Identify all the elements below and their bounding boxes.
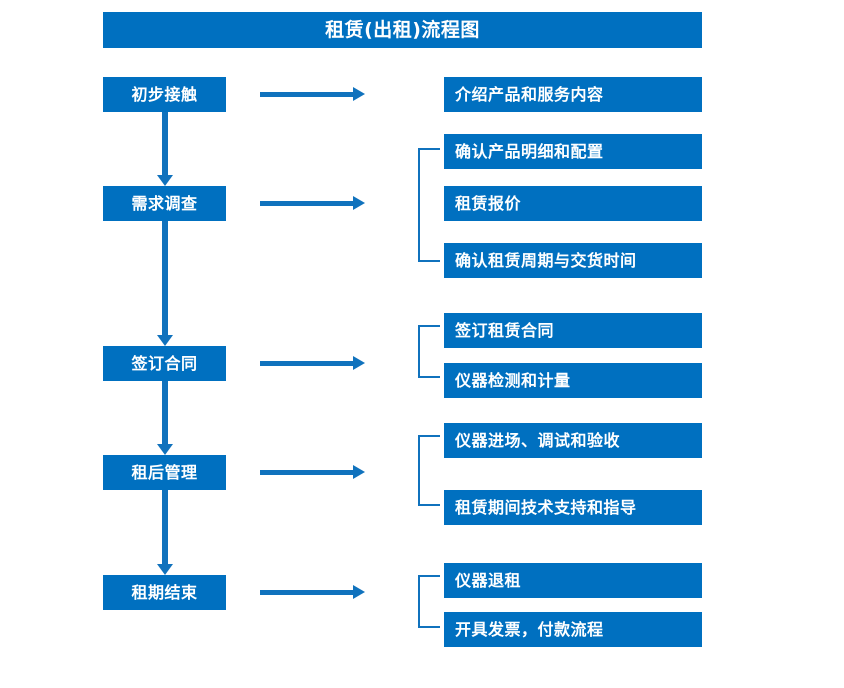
bracket-post-rental-group	[418, 435, 440, 506]
stage-label: 签订合同	[131, 353, 198, 373]
stage-box-initial-contact[interactable]: 初步接触	[103, 77, 226, 112]
arrow-shaft	[260, 92, 354, 97]
arrow-head	[353, 87, 365, 101]
arrow-shaft	[162, 112, 168, 175]
arrow-down-stage-2-to-3	[157, 221, 173, 346]
task-label: 租赁期间技术支持和指导	[455, 497, 637, 517]
arrow-shaft	[162, 381, 168, 444]
arrow-head	[157, 564, 173, 575]
task-box-instrument-installation[interactable]: 仪器进场、调试和验收	[444, 423, 702, 458]
arrow-right-stage-4	[260, 465, 365, 479]
arrow-head	[157, 335, 173, 346]
bracket-lease-end-group	[418, 575, 440, 628]
task-label: 仪器退租	[455, 570, 522, 590]
arrow-right-stage-2	[260, 196, 365, 210]
arrow-down-stage-4-to-5	[157, 490, 173, 575]
stage-label: 初步接触	[131, 84, 198, 104]
arrow-head	[353, 356, 365, 370]
arrow-shaft	[260, 590, 354, 595]
diagram-title-banner: 租赁(出租)流程图	[103, 12, 702, 48]
arrow-right-stage-5	[260, 585, 365, 599]
task-label: 仪器检测和计量	[455, 370, 571, 390]
arrow-head	[353, 465, 365, 479]
arrow-head	[353, 585, 365, 599]
arrow-down-stage-1-to-2	[157, 112, 173, 186]
task-label: 租赁报价	[455, 193, 522, 213]
task-label: 确认产品明细和配置	[455, 141, 604, 161]
arrow-down-stage-3-to-4	[157, 381, 173, 455]
task-box-rental-quotation[interactable]: 租赁报价	[444, 186, 702, 221]
arrow-head	[157, 444, 173, 455]
stage-box-post-rental-management[interactable]: 租后管理	[103, 455, 226, 490]
arrow-head	[157, 175, 173, 186]
arrow-head	[353, 196, 365, 210]
task-label: 介绍产品和服务内容	[455, 84, 604, 104]
task-box-confirm-product-details[interactable]: 确认产品明细和配置	[444, 134, 702, 169]
stage-box-needs-survey[interactable]: 需求调查	[103, 186, 226, 221]
arrow-right-stage-3	[260, 356, 365, 370]
task-label: 签订租赁合同	[455, 320, 555, 340]
task-box-instrument-return[interactable]: 仪器退租	[444, 563, 702, 598]
bracket-needs-survey-group	[418, 148, 440, 262]
stage-box-sign-contract[interactable]: 签订合同	[103, 346, 226, 381]
task-label: 仪器进场、调试和验收	[455, 430, 621, 450]
arrow-shaft	[260, 470, 354, 475]
arrow-right-stage-1	[260, 87, 365, 101]
arrow-shaft	[260, 361, 354, 366]
task-box-instrument-testing[interactable]: 仪器检测和计量	[444, 363, 702, 398]
arrow-shaft	[162, 490, 168, 564]
arrow-shaft	[260, 201, 354, 206]
task-box-introduce-products[interactable]: 介绍产品和服务内容	[444, 77, 702, 112]
bracket-sign-contract-group	[418, 325, 440, 378]
task-box-technical-support[interactable]: 租赁期间技术支持和指导	[444, 490, 702, 525]
arrow-shaft	[162, 221, 168, 335]
task-box-sign-rental-contract[interactable]: 签订租赁合同	[444, 313, 702, 348]
task-label: 确认租赁周期与交货时间	[455, 250, 637, 270]
task-box-invoice-payment[interactable]: 开具发票，付款流程	[444, 612, 702, 647]
stage-label: 需求调查	[131, 193, 198, 213]
stage-label: 租期结束	[131, 582, 198, 602]
stage-box-lease-end[interactable]: 租期结束	[103, 575, 226, 610]
task-label: 开具发票，付款流程	[455, 619, 604, 639]
task-box-confirm-rental-period[interactable]: 确认租赁周期与交货时间	[444, 243, 702, 278]
diagram-title-text: 租赁(出租)流程图	[325, 18, 480, 41]
stage-label: 租后管理	[131, 462, 198, 482]
